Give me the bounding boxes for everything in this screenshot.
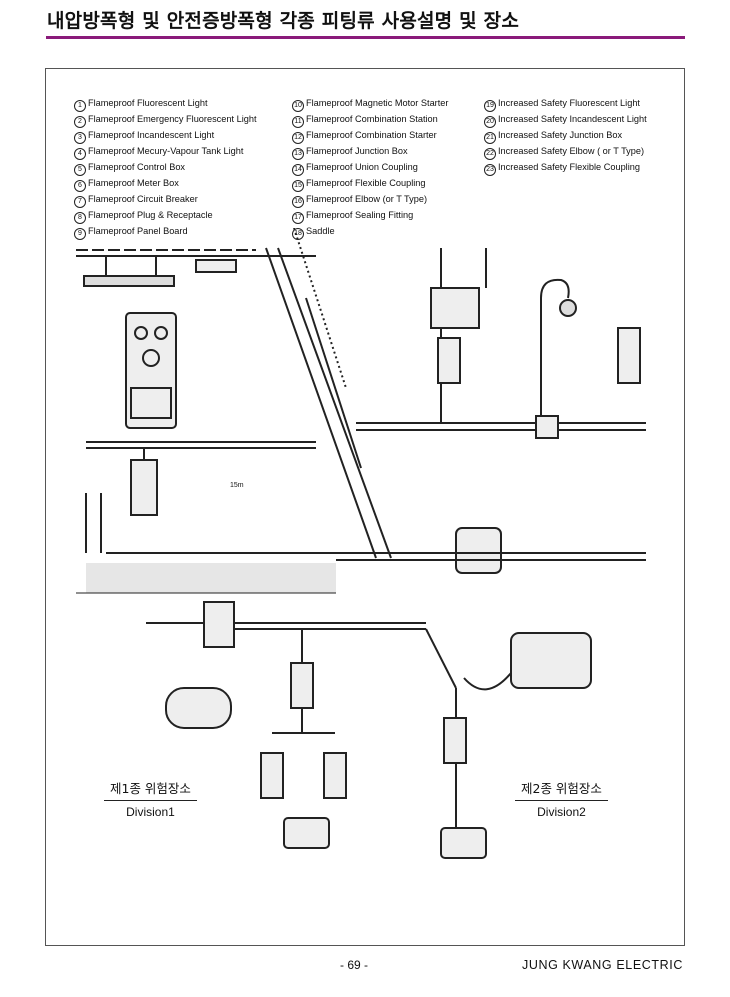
- legend-label: Flameproof Sealing Fitting: [306, 210, 414, 220]
- division2-label: 제2종 위험장소 Division2: [515, 778, 608, 819]
- division1-label: 제1종 위험장소 Division1: [104, 778, 197, 819]
- legend-label: Flameproof Elbow (or T Type): [306, 194, 428, 204]
- legend-label: Flameproof Emergency Fluorescent Light: [88, 114, 257, 124]
- legend-label: Increased Safety Fluorescent Light: [498, 98, 640, 108]
- installation-diagram: 15m: [76, 228, 646, 859]
- legend-label: Flameproof Flexible Coupling: [306, 178, 426, 188]
- legend-label: Flameproof Combination Starter: [306, 130, 437, 140]
- legend-label: Flameproof Plug & Receptacle: [88, 210, 213, 220]
- division1-korean: 제1종 위험장소: [104, 778, 197, 801]
- legend-number: 16: [292, 196, 304, 208]
- legend-number: 4: [74, 148, 86, 160]
- legend-label: Flameproof Circuit Breaker: [88, 194, 198, 204]
- legend-number: 20: [484, 116, 496, 128]
- legend-number: 1: [74, 100, 86, 112]
- legend-number: 15: [292, 180, 304, 192]
- legend-label: Increased Safety Elbow ( or T Type): [498, 146, 645, 156]
- division1-english: Division1: [126, 805, 175, 819]
- page-number: - 69 -: [340, 958, 369, 972]
- division2-english: Division2: [537, 805, 586, 819]
- legend-label: Flameproof Control Box: [88, 162, 186, 172]
- legend-label: Flameproof Panel Board: [88, 226, 188, 236]
- legend-number: 5: [74, 164, 86, 176]
- legend-number: 6: [74, 180, 86, 192]
- legend-number: 21: [484, 132, 496, 144]
- legend-number: 23: [484, 164, 496, 176]
- legend-number: 10: [292, 100, 304, 112]
- legend-label: Flameproof Fluorescent Light: [88, 98, 208, 108]
- figure-frame: [45, 68, 685, 946]
- legend-label: Saddle: [306, 226, 335, 236]
- legend-number: 8: [74, 212, 86, 224]
- legend-number: 19: [484, 100, 496, 112]
- legend-label: Increased Safety Incandescent Light: [498, 114, 647, 124]
- page-title: 내압방폭형 및 안전증방폭형 각종 피팅류 사용설명 및 장소: [47, 10, 520, 32]
- legend-label: Increased Safety Flexible Coupling: [498, 162, 640, 172]
- legend-number: 3: [74, 132, 86, 144]
- legend-label: Flameproof Magnetic Motor Starter: [306, 98, 449, 108]
- legend-number: 22: [484, 148, 496, 160]
- legend-number: 11: [292, 116, 304, 128]
- legend-number: 17: [292, 212, 304, 224]
- legend-number: 9: [74, 228, 86, 240]
- legend-label: Flameproof Union Coupling: [306, 162, 418, 172]
- legend-label: Increased Safety Junction Box: [498, 130, 623, 140]
- legend-label: Flameproof Combination Station: [306, 114, 438, 124]
- legend-label: Flameproof Junction Box: [306, 146, 408, 156]
- legend-number: 14: [292, 164, 304, 176]
- legend-label: Flameproof Incandescent Light: [88, 130, 215, 140]
- dimension-label: 15m: [230, 482, 244, 489]
- legend-label: Flameproof Meter Box: [88, 178, 179, 188]
- legend-number: 18: [292, 228, 304, 240]
- division2-korean: 제2종 위험장소: [515, 778, 608, 801]
- legend-number: 2: [74, 116, 86, 128]
- legend-label: Flameproof Mecury-Vapour Tank Light: [88, 146, 244, 156]
- legend-number: 13: [292, 148, 304, 160]
- legend-number: 12: [292, 132, 304, 144]
- brand-name: JUNG KWANG ELECTRIC: [522, 958, 683, 972]
- legend-number: 7: [74, 196, 86, 208]
- title-underline: [46, 36, 685, 39]
